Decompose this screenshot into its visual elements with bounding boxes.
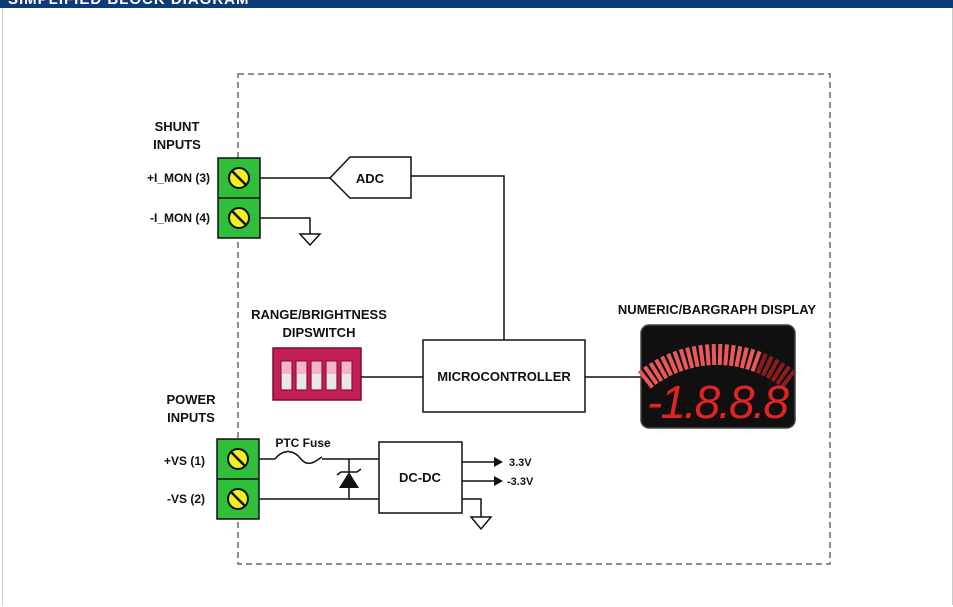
bargraph-segment	[755, 353, 768, 374]
bargraph-segment	[637, 369, 654, 389]
bargraph-segment	[666, 353, 679, 374]
bargraph-segments	[637, 343, 797, 389]
bargraph-segment	[750, 350, 762, 372]
bargraph-segment	[745, 348, 756, 370]
power-title-line1: POWER	[166, 392, 216, 407]
power-pin1-label: +VS (1)	[164, 454, 205, 468]
tvs-diode-icon	[336, 459, 362, 499]
screw-icon	[227, 488, 249, 510]
ptc-fuse-icon	[274, 450, 323, 465]
bargraph-segment	[739, 347, 749, 369]
display-readout: -1.8.8.8	[647, 376, 789, 428]
arrow-icon	[494, 457, 503, 467]
bargraph-segment	[705, 344, 711, 366]
arrow-icon	[494, 476, 503, 486]
bargraph-segment	[760, 355, 774, 377]
bargraph-segment	[654, 358, 669, 380]
dcdc-label: DC-DC	[399, 470, 441, 485]
microcontroller-label: MICROCONTROLLER	[437, 369, 571, 384]
bargraph-segment	[780, 369, 797, 389]
dcdc-out1-label: 3.3V	[509, 457, 532, 469]
bargraph-segment	[734, 345, 743, 368]
shunt-title-line1: SHUNT	[155, 119, 200, 134]
dcdc-out2-label: -3.3V	[507, 476, 534, 488]
bargraph-segment	[685, 347, 695, 369]
bargraph-segment	[765, 358, 780, 380]
ptc-fuse-label: PTC Fuse	[275, 436, 331, 450]
header-title: SIMPLIFIED BLOCK DIAGRAM	[8, 0, 250, 8]
enclosure-boundary	[237, 73, 831, 565]
bargraph-segment	[711, 343, 717, 366]
power-title-line2: INPUTS	[167, 410, 215, 425]
bargraph-segment	[672, 350, 684, 372]
wire-imon-ground	[260, 217, 311, 234]
bargraph-segment	[660, 355, 674, 377]
shunt-pin1-label: +I_MON (3)	[147, 171, 210, 185]
display-title: NUMERIC/BARGRAPH DISPLAY	[618, 302, 816, 317]
bargraph-segment	[648, 362, 664, 382]
shunt-terminal-block	[217, 157, 261, 239]
bargraph-segment	[723, 344, 729, 366]
bargraph-segment	[770, 362, 786, 382]
wire-dcdc-ground	[462, 498, 482, 517]
dipswitch-title-line1: RANGE/BRIGHTNESS	[251, 307, 387, 322]
bargraph-segment	[643, 365, 659, 386]
adc-block	[328, 156, 412, 199]
display-icon: -1.8.8.8	[637, 324, 797, 429]
bargraph-segment	[728, 344, 736, 367]
power-pin2-label: -VS (2)	[167, 492, 205, 506]
screw-icon	[228, 207, 250, 229]
microcontroller-block	[422, 339, 586, 413]
bargraph-segment	[698, 344, 706, 367]
dipswitch-icon	[272, 347, 362, 401]
wire-adc-micro	[411, 175, 505, 340]
screw-icon	[228, 167, 250, 189]
adc-label: ADC	[356, 171, 385, 186]
bargraph-segment	[691, 345, 700, 368]
shunt-pin2-label: -I_MON (4)	[150, 211, 210, 225]
screw-icon	[227, 448, 249, 470]
dcdc-block	[378, 441, 463, 514]
shunt-title-line2: INPUTS	[153, 137, 201, 152]
bargraph-segment	[775, 365, 791, 386]
bargraph-segment	[678, 348, 689, 370]
ground-icon	[298, 233, 322, 247]
ground-icon	[469, 516, 493, 531]
dipswitch-title-line2: DIPSWITCH	[283, 325, 356, 340]
power-terminal-block	[216, 438, 260, 520]
bargraph-segment	[717, 343, 723, 366]
header-bar: SIMPLIFIED BLOCK DIAGRAM	[0, 0, 953, 8]
